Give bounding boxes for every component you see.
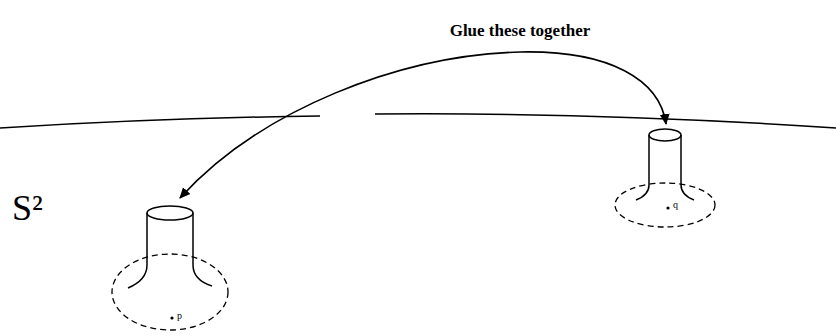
point-dot — [666, 206, 669, 209]
point-label: p — [177, 311, 182, 321]
arrow-note: Glue these together — [450, 22, 591, 39]
space-name: S² — [12, 190, 43, 226]
dashed-disk — [112, 254, 228, 330]
glue-arrow — [180, 52, 666, 198]
right-tube — [636, 129, 694, 200]
point-label: q — [673, 200, 678, 210]
point-dot — [170, 316, 173, 319]
dashed-disk — [615, 183, 715, 227]
horizon-line — [0, 116, 320, 128]
left-tube — [128, 206, 212, 288]
horizon-line — [375, 114, 836, 128]
